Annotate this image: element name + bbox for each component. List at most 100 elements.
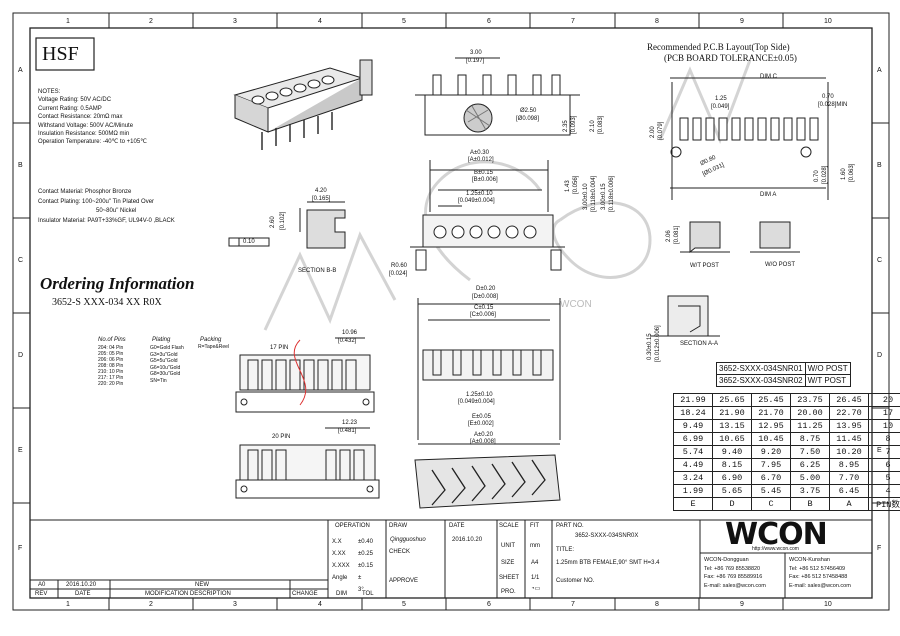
tol-key: X.XXX [332,563,350,569]
rev-date: 2016.10.20 [66,582,97,588]
material-line: Contact Plating: 100~200u" Tin Plated Ov… [38,198,155,205]
fv-r060: R0.60 [391,263,408,269]
pin-table-cell: 21.90 [712,406,752,420]
pin-table-cell: 17 [868,406,900,420]
pin-table-cell: 23.75 [790,393,830,407]
dg-fax: Fax: +86 769 85589916 [704,574,763,580]
pin-table-cell: 8.75 [790,432,830,446]
dg-tel: Tel: +86 769 85538820 [704,565,761,572]
fv-a030: A±0.30 [470,150,489,156]
tb-draw: DRAW [389,523,408,529]
grid-col-3: 3 [233,18,237,25]
grid-col-9-bottom: 9 [740,601,744,608]
tol-val: ±0.40 [358,539,373,545]
bv-d-in: [D±0.008] [472,294,498,300]
bv-p125: 1.25±0.10 [466,392,493,398]
note-line: Contact Resistance: 20mΩ max [38,114,123,121]
pin-table-cell: 7.95 [751,458,791,472]
section-b-b [228,201,346,249]
pin-option: 204: 04 Pin [98,345,124,351]
grid-col-6-bottom: 6 [487,601,491,608]
grid-row-c-right: C [877,257,883,264]
pin-table-cell: 25.65 [712,393,752,407]
fv-b015: B±0.15 [474,170,493,176]
rev-desc: NEW [195,582,209,588]
pin-table-cell: 11.45 [829,432,869,446]
tol-val: ±0.25 [358,551,373,557]
pin-table-cell: 21.99 [673,393,713,407]
pin-option: 208: 08 Pin [98,363,124,369]
tb-tol: TOL [362,591,374,597]
ordering-title: Ordering Information [40,274,195,293]
pin-table-cell: 8.95 [829,458,869,472]
title-block-lines [30,519,872,598]
pin-table-cell: 10 [868,419,900,433]
plating-option: G6=10u"Gold [150,364,181,371]
ordering-pins-title: No.of Pins [98,337,126,343]
section-a-a [650,295,720,337]
grid-row-b-right: B [877,162,882,169]
grid-col-5: 5 [402,18,406,25]
tv-d210: 2.10 [590,120,596,132]
pin-table-cell: 11.25 [790,419,830,433]
tb-title: 1.25mm BTB FEMALE,90° SMT H=3.4 [556,560,660,566]
side17-w: 10.96 [342,330,358,336]
pcb-h070: 0.70 [814,170,820,182]
side20-label: 20 PIN [272,434,291,440]
grid-col-3-bottom: 3 [233,601,237,608]
variant-row: 3652-SXXX-034SNR01 W/O POST [716,362,851,375]
front-view [410,160,565,271]
pin-table-cell: 5.45 [751,484,791,498]
pcb-dim-c: DIM C [760,74,777,80]
side17-w-in: [0.432] [338,338,357,344]
header-c: C [751,497,791,511]
pin-table-cell: 7.70 [829,471,869,485]
ordering-plating-list: G0=Gold Flash G3=3u"Gold G5=5u"Gold G6=1… [150,345,184,384]
pin-option: 210: 10 Pin [98,369,124,375]
pin-table-cell: 10.45 [751,432,791,446]
aa-dim: 0.30±0.15 [647,333,653,360]
aa-dim-in: [0.012±0.006] [655,325,661,362]
grid-row-b: B [18,162,23,169]
tv-d300: 3.00 [470,50,482,56]
header-a: A [829,497,869,511]
watermark-graphic [263,59,752,331]
pin-table-cell: 10.20 [829,445,869,459]
fv-h143-in: [0.056] [573,175,579,194]
company-kunshan: WCON-Kunshan Tel: +86 512 57456409 Fax: … [789,556,851,590]
grid-col-8: 8 [655,18,659,25]
ordering-code: 3652-S XXX-034 XX R0X [52,297,162,308]
pin-table-cell: 6.45 [829,484,869,498]
pcb-dim-a: DIM A [760,192,777,198]
ks-tel: Tel: +86 512 57456409 [789,565,846,572]
ordering-pins-list: 204: 04 Pin 205: 05 Pin 206: 06 Pin 208:… [98,345,123,387]
bv-e: E±0.05 [472,414,491,420]
pin-table-cell: 5 [868,471,900,485]
tv-d250-in: [Ø0.098] [516,116,540,122]
tb-unit: UNIT [501,543,515,549]
pin-table-cell: 1.99 [673,484,713,498]
pin-table-cell: 5.74 [673,445,713,459]
header-pin: PIN数 [868,497,900,511]
ks-fax: Fax: +86 512 57458488 [789,574,848,580]
tb-check: CHECK [389,549,411,555]
pin-table-cell: 3.75 [790,484,830,498]
notes-block: NOTES: Voltage Rating: 50V AC/DC Current… [38,88,147,147]
side-view-20 [235,427,380,499]
fv-h305-in: [0.118±0.006] [609,175,615,212]
pcb-w070: 0.70 [822,94,834,100]
side-view-17 [235,337,375,413]
pin-option: 205: 05 Pin [98,351,124,357]
fv-p125: 1.25±0.10 [466,191,493,197]
tb-size-v: A4 [531,560,539,566]
fv-h300: 3.00±0.10 [583,183,589,210]
pin-table-cell: 5.65 [712,484,752,498]
watermark-text: WCON [560,299,592,310]
grid-col-1-bottom: 1 [66,601,70,608]
pcb-h200: 2.00 [650,126,656,138]
pcb-layout [670,77,829,200]
rev-header-desc: MODIFICATION DESCRIPTION [145,591,231,597]
tol-key: X.X [332,539,342,545]
